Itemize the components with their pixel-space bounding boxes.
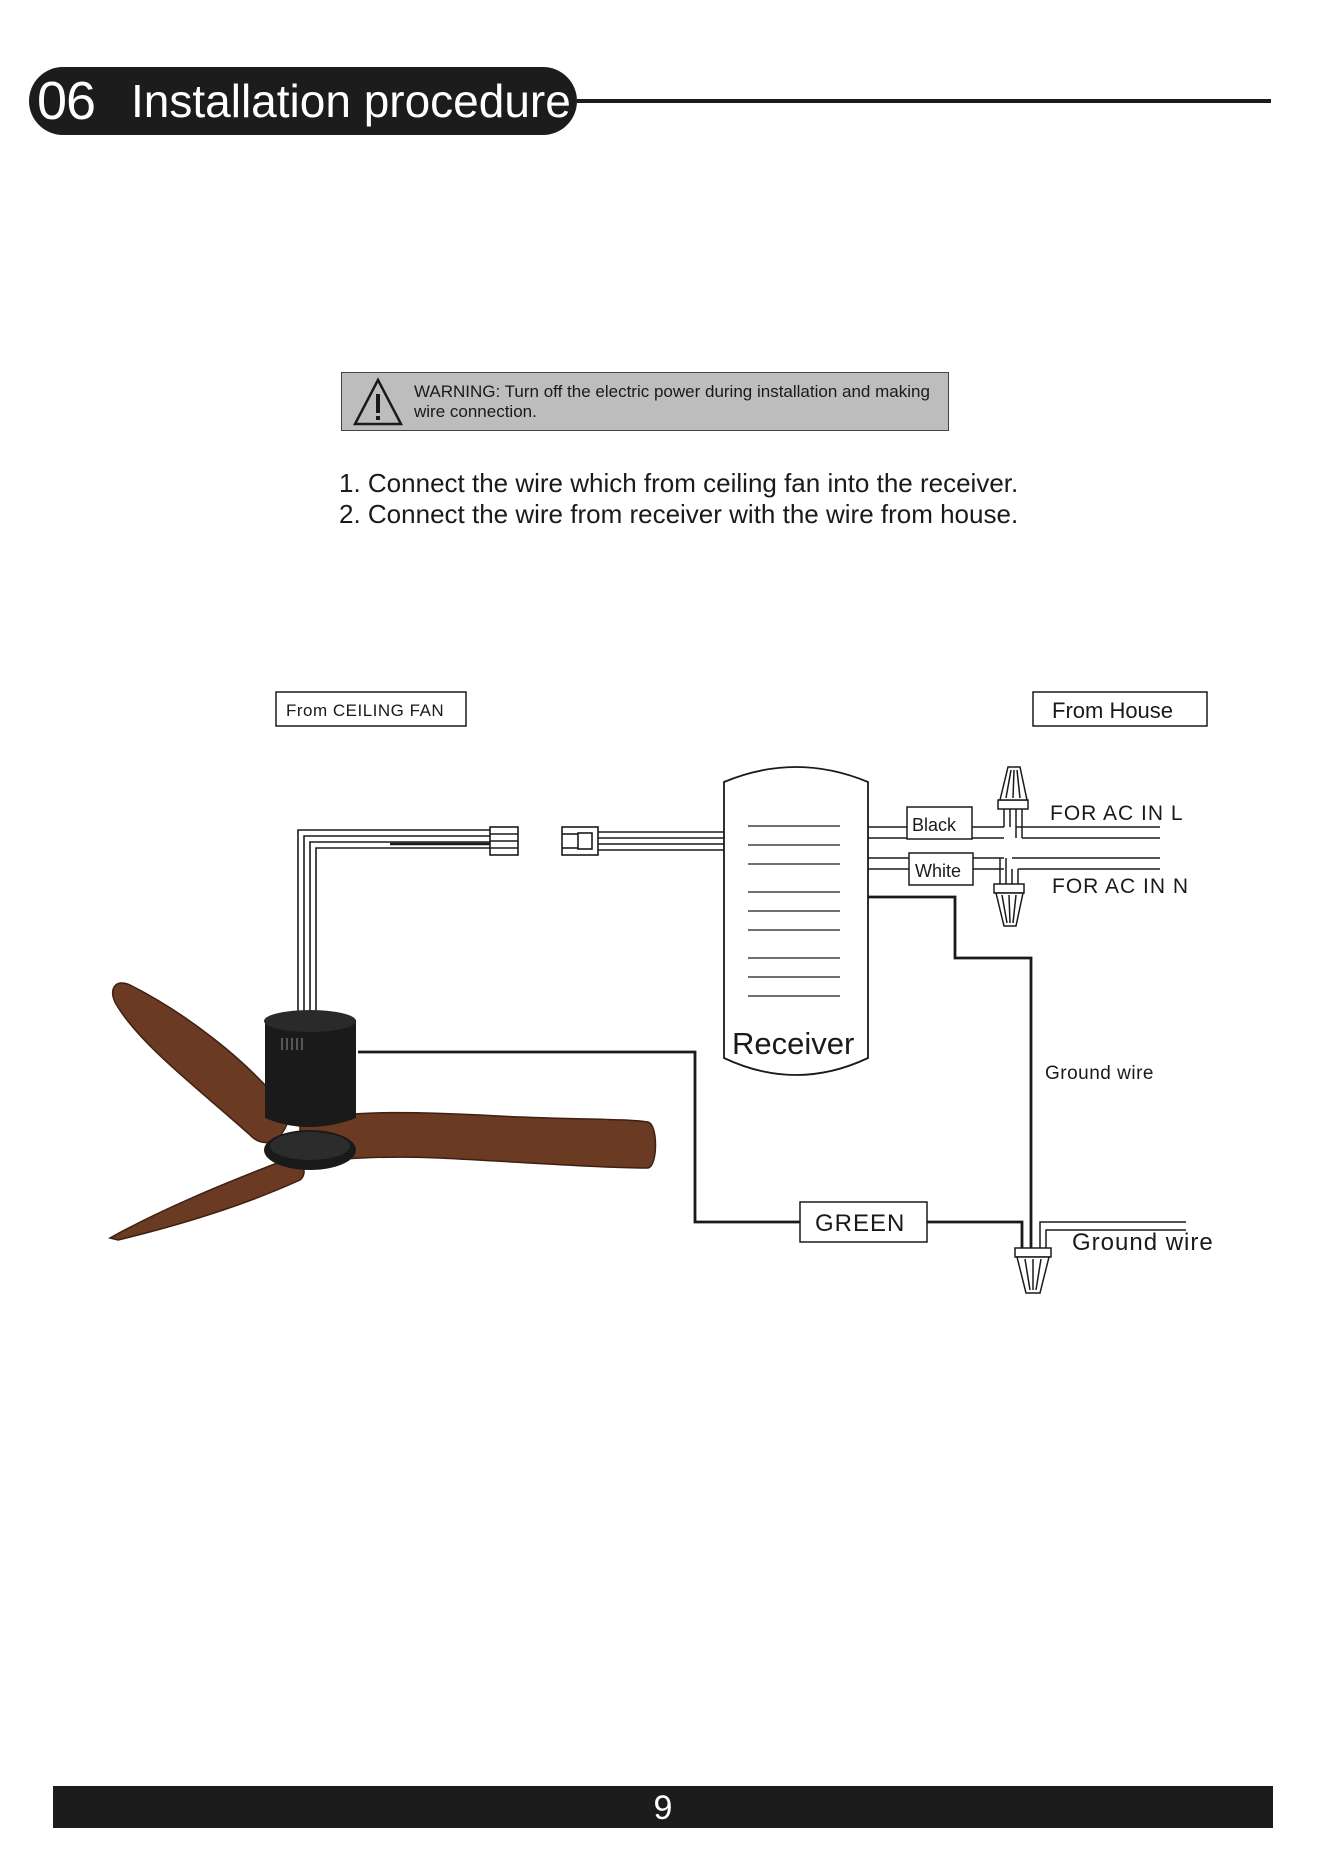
house-neutral-wires — [1012, 857, 1160, 870]
white-wire-label: White — [915, 861, 961, 881]
white-wire-tag — [908, 852, 974, 886]
from-house-box — [1032, 691, 1208, 727]
for-ac-in-n-label: FOR AC IN N — [1052, 875, 1189, 898]
header-rule — [577, 99, 1271, 103]
house-live-wires — [1016, 826, 1160, 839]
wire-nut-ground-icon — [1014, 1247, 1052, 1294]
black-wire-label: Black — [912, 815, 957, 835]
fan-plug-connector — [489, 826, 519, 856]
fan-green-wire — [358, 1050, 800, 1224]
warning-text: WARNING: Turn off the electric power dur… — [414, 382, 930, 421]
instruction-steps: 1. Connect the wire which from ceiling f… — [339, 468, 1139, 530]
wire-nut-live-icon — [997, 766, 1029, 838]
fan-blade-right — [299, 1111, 657, 1169]
section-header-pill — [29, 67, 577, 135]
green-wire-tag — [799, 1201, 928, 1243]
fan-motor-top — [264, 1010, 356, 1032]
black-wire-tag — [906, 806, 973, 840]
receiver-input-wires — [598, 831, 724, 851]
from-ceiling-fan-box — [275, 691, 467, 727]
fan-blade-lower — [107, 1158, 305, 1241]
green-to-ground-wire — [927, 1220, 1024, 1250]
fan-blade-upper — [111, 982, 291, 1144]
step-2: 2. Connect the wire from receiver with t… — [339, 499, 1019, 529]
receiver-label: Receiver — [732, 1026, 854, 1061]
step-1: 1. Connect the wire which from ceiling f… — [339, 468, 1019, 498]
ground-wire-upper-label: Ground wire — [1045, 1063, 1154, 1084]
fan-vent-slots — [281, 1038, 303, 1050]
warning-triangle-icon — [352, 377, 404, 426]
section-title: Installation procedure — [131, 75, 571, 127]
footer-bar: 9 — [53, 1786, 1273, 1828]
receiver-body — [723, 766, 869, 1076]
ground-wire-lower-label: Ground wire — [1072, 1229, 1214, 1256]
from-ceiling-fan-label: From CEILING FAN — [286, 701, 444, 720]
wire-nut-neutral-icon — [993, 858, 1025, 927]
receiver-lines — [748, 825, 840, 997]
receiver-ground-wire — [868, 895, 1033, 1250]
fan-wire-bundle — [297, 829, 490, 1020]
house-ground-wires — [1039, 1221, 1186, 1248]
from-house-label: From House — [1052, 698, 1173, 723]
for-ac-in-l-label: FOR AC IN L — [1050, 802, 1184, 825]
section-number: 06 — [37, 71, 96, 131]
ceiling-fan-illustration — [107, 982, 657, 1241]
page-number: 9 — [653, 1789, 673, 1827]
receiver-socket-connector — [561, 826, 599, 856]
fan-motor-base-rim — [270, 1132, 350, 1160]
green-wire-label: GREEN — [815, 1210, 905, 1237]
warning-box: WARNING: Turn off the electric power dur… — [341, 372, 949, 431]
